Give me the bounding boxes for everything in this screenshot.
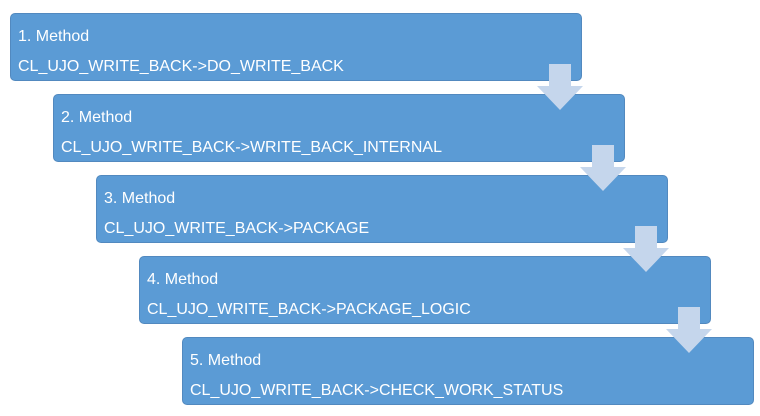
step-title: 3. Method bbox=[104, 190, 176, 207]
step-method-path: CL_UJO_WRITE_BACK->WRITE_BACK_INTERNAL bbox=[61, 139, 442, 156]
step-method-path: CL_UJO_WRITE_BACK->PACKAGE bbox=[104, 220, 370, 237]
step-title: 5. Method bbox=[190, 352, 262, 369]
step-box-3: 3. Method CL_UJO_WRITE_BACK->PACKAGE bbox=[96, 175, 668, 243]
step-title: 1. Method bbox=[18, 28, 90, 45]
step-title: 2. Method bbox=[61, 109, 133, 126]
step-title: 4. Method bbox=[147, 271, 219, 288]
step-method-path: CL_UJO_WRITE_BACK->CHECK_WORK_STATUS bbox=[190, 382, 564, 399]
step-method-path: CL_UJO_WRITE_BACK->DO_WRITE_BACK bbox=[18, 58, 344, 75]
arrow-down-icon bbox=[580, 145, 626, 191]
step-box-2: 2. Method CL_UJO_WRITE_BACK->WRITE_BACK_… bbox=[53, 94, 625, 162]
step-box-5: 5. Method CL_UJO_WRITE_BACK->CHECK_WORK_… bbox=[182, 337, 754, 405]
step-box-4: 4. Method CL_UJO_WRITE_BACK->PACKAGE_LOG… bbox=[139, 256, 711, 324]
arrow-down-icon bbox=[623, 226, 669, 272]
arrow-down-icon bbox=[537, 64, 583, 110]
step-box-1: 1. Method CL_UJO_WRITE_BACK->DO_WRITE_BA… bbox=[10, 13, 582, 81]
arrow-down-icon bbox=[666, 307, 712, 353]
step-method-path: CL_UJO_WRITE_BACK->PACKAGE_LOGIC bbox=[147, 301, 471, 318]
